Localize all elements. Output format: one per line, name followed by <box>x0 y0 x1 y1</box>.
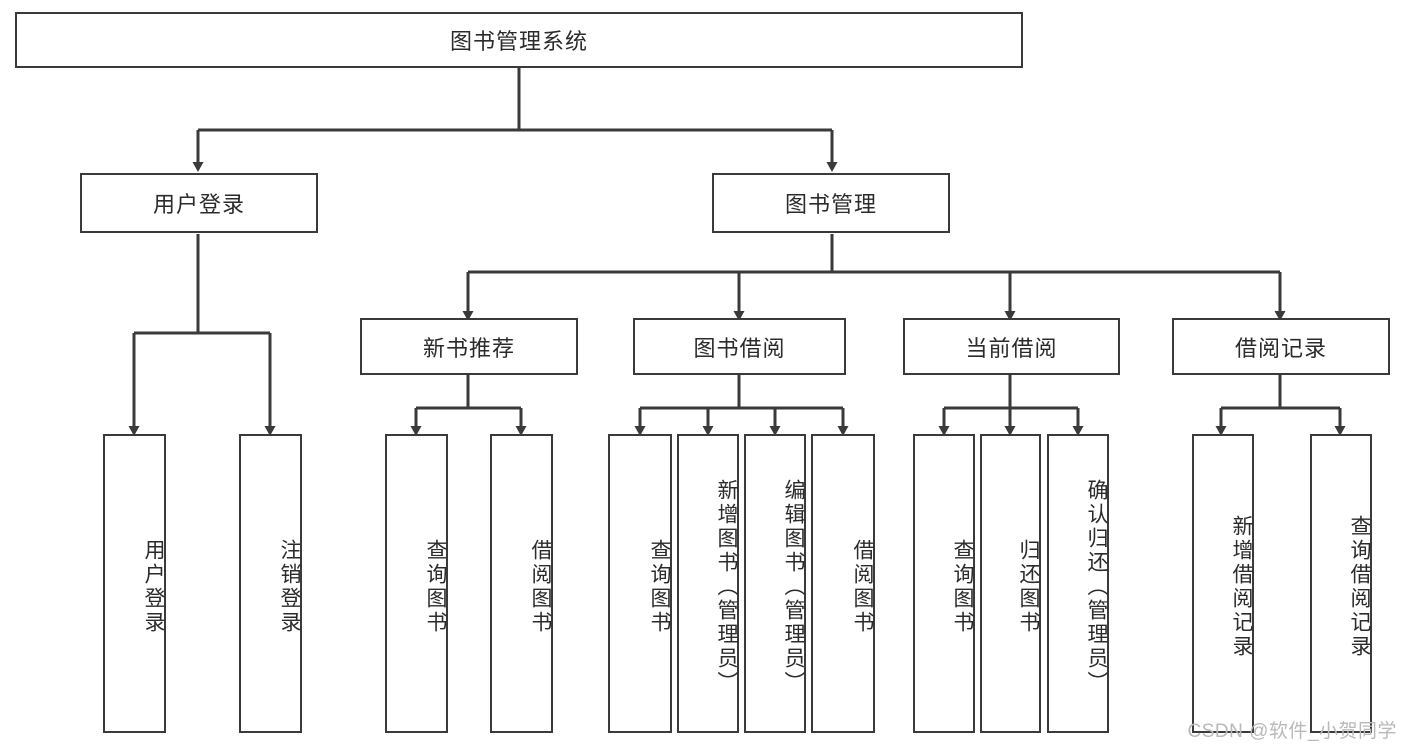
node-label: 用户登录 <box>152 192 245 217</box>
node-label: 注销登录 <box>278 538 301 635</box>
node-label: 确认归还（管理员） <box>1085 478 1108 695</box>
node-current-borrow[interactable]: 当前借阅 <box>903 318 1120 375</box>
node-label: 用户登录 <box>142 538 165 635</box>
node-label: 当前借阅 <box>965 335 1058 361</box>
node-label: 查询图书 <box>424 538 447 635</box>
node-label: 编辑图书（管理员） <box>782 478 805 695</box>
node-book-management[interactable]: 图书管理 <box>712 173 950 233</box>
leaf-user-login-login[interactable]: 用户登录 <box>103 434 166 733</box>
node-borrow-record[interactable]: 借阅记录 <box>1172 318 1390 375</box>
leaf-new-book-query[interactable]: 查询图书 <box>385 434 448 733</box>
node-label: 借阅图书 <box>529 538 552 635</box>
node-new-book-recommend[interactable]: 新书推荐 <box>360 318 578 375</box>
leaf-record-add[interactable]: 新增借阅记录 <box>1192 434 1254 733</box>
leaf-user-login-logout[interactable]: 注销登录 <box>239 434 302 733</box>
node-label: 图书管理系统 <box>449 29 588 54</box>
leaf-record-query[interactable]: 查询借阅记录 <box>1310 434 1372 733</box>
leaf-borrow-borrow-book[interactable]: 借阅图书 <box>811 434 875 733</box>
node-label: 借阅记录 <box>1234 335 1327 361</box>
node-user-login[interactable]: 用户登录 <box>80 173 318 233</box>
node-label: 新增图书（管理员） <box>715 478 738 695</box>
node-root-system[interactable]: 图书管理系统 <box>15 12 1023 68</box>
node-label: 归还图书 <box>1017 538 1040 635</box>
leaf-borrow-query-book[interactable]: 查询图书 <box>608 434 672 733</box>
node-book-borrow[interactable]: 图书借阅 <box>633 318 846 375</box>
node-label: 图书借阅 <box>693 335 786 361</box>
node-label: 新增借阅记录 <box>1230 514 1253 659</box>
watermark-text: CSDN @软件_小贺同学 <box>1187 721 1397 742</box>
leaf-borrow-add-book[interactable]: 新增图书（管理员） <box>677 434 739 733</box>
node-label: 新书推荐 <box>422 335 515 361</box>
node-label: 借阅图书 <box>851 538 874 635</box>
node-label: 查询图书 <box>648 538 671 635</box>
node-label: 查询图书 <box>951 538 974 635</box>
leaf-current-return-book[interactable]: 归还图书 <box>980 434 1041 733</box>
leaf-new-book-borrow[interactable]: 借阅图书 <box>490 434 553 733</box>
node-label: 查询借阅记录 <box>1348 514 1371 659</box>
node-label: 图书管理 <box>784 192 877 217</box>
leaf-current-query-book[interactable]: 查询图书 <box>913 434 975 733</box>
leaf-borrow-edit-book[interactable]: 编辑图书（管理员） <box>744 434 806 733</box>
leaf-current-confirm-return[interactable]: 确认归还（管理员） <box>1047 434 1109 733</box>
